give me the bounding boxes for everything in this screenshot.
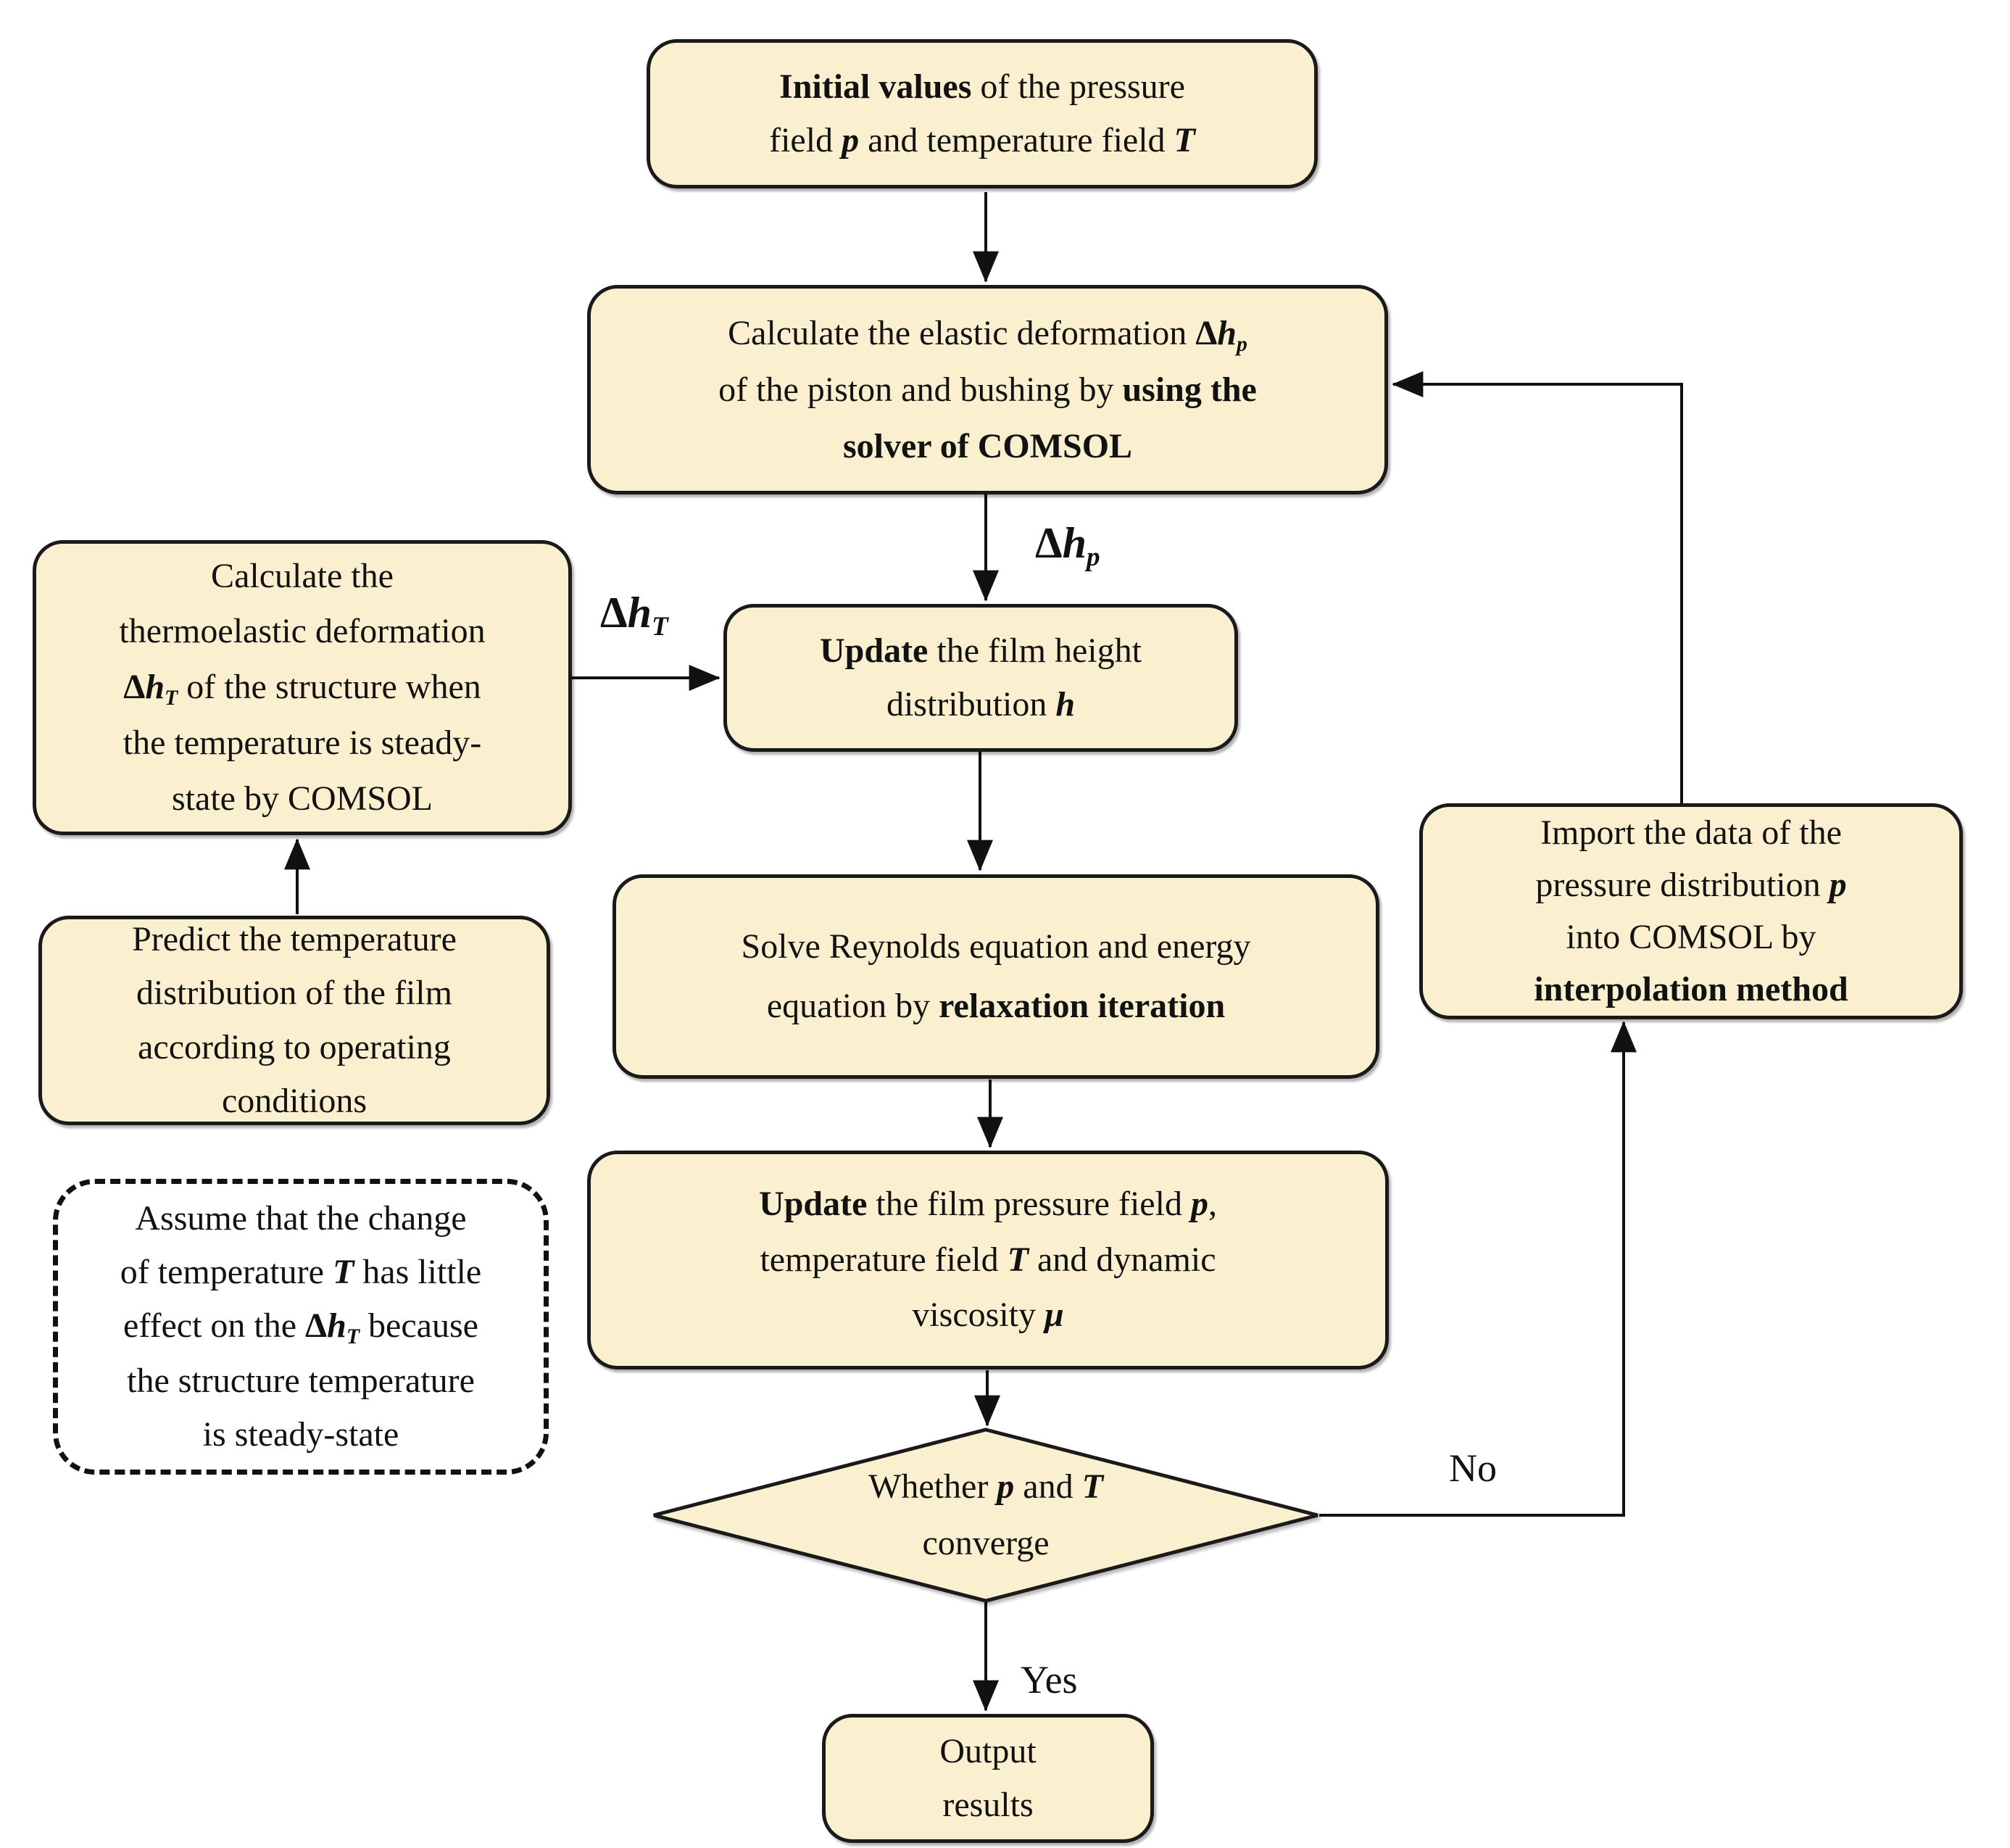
label-delta-ht: ΔhT bbox=[600, 589, 668, 642]
label-yes: Yes bbox=[1021, 1658, 1078, 1702]
box-update-pressure-temperature-viscosity: Update the film pressure field p,tempera… bbox=[587, 1151, 1389, 1370]
label-no: No bbox=[1449, 1446, 1497, 1490]
arrow-import-to-elastic bbox=[1392, 371, 1683, 805]
label-delta-hp: Δhp bbox=[1035, 519, 1100, 573]
